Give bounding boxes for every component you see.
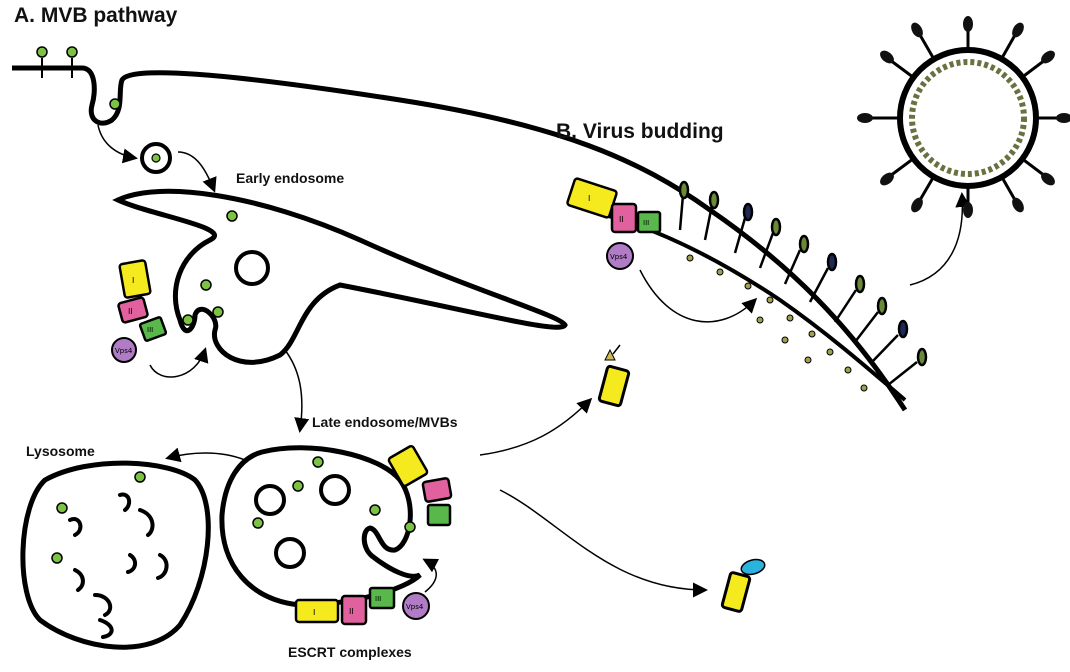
cargo-receptor [213, 307, 223, 317]
svg-text:III: III [375, 595, 381, 603]
late-endosome-mvb [222, 448, 420, 605]
lysosome-label: Lysosome [26, 443, 95, 459]
cargo-receptor [253, 518, 263, 528]
cargo-receptor [370, 505, 380, 515]
intraluminal-vesicle [256, 486, 284, 514]
svg-text:Vps4: Vps4 [406, 603, 424, 611]
endocytic-vesicle [142, 144, 170, 172]
cargo-receptor [201, 280, 211, 290]
escrt-cluster-virus: I II III Vps4 [567, 178, 660, 269]
cargo-receptor [67, 47, 77, 78]
arrow [425, 560, 436, 592]
free-escrt-i [599, 345, 630, 406]
escrt-cluster-early: I II III Vps4 [112, 260, 166, 362]
cargo-receptor [183, 315, 193, 325]
panel-b-title: B. Virus budding [556, 120, 724, 144]
escrt-ii-complex [118, 297, 148, 323]
escrt-iii-complex [370, 588, 394, 608]
escrt-ii-complex [612, 204, 636, 232]
arrow [640, 270, 755, 322]
escrt-i-complex [296, 600, 338, 622]
cargo-receptor [57, 503, 67, 513]
early-endosome-label: Early endosome [236, 170, 344, 186]
late-endosome-label: Late endosome/MVBs [312, 414, 457, 430]
escrt-label: ESCRT complexes [288, 644, 412, 660]
intraluminal-vesicle [236, 252, 268, 284]
arrow [178, 152, 214, 190]
arrow [168, 453, 245, 460]
cargo-receptor [313, 457, 323, 467]
arrow [500, 490, 705, 590]
cargo-receptor [227, 211, 237, 221]
escrt-ii-complex [342, 596, 366, 624]
svg-text:I: I [588, 194, 590, 203]
cargo-receptor [110, 99, 120, 109]
escrt-ii-complex [422, 478, 451, 502]
intraluminal-vesicle [321, 476, 349, 504]
arrow [285, 350, 302, 430]
svg-text:II: II [128, 307, 133, 316]
early-endosome [118, 191, 565, 362]
svg-text:Vps4: Vps4 [610, 253, 628, 261]
svg-text:I: I [313, 608, 315, 617]
escrt-i-complex [567, 178, 617, 218]
escrt-iii-complex [428, 505, 450, 525]
svg-text:III: III [147, 326, 153, 334]
lysosome [23, 463, 208, 647]
panel-a-title: A. MVB pathway [14, 4, 177, 28]
free-escrt-i-ubiquitin [722, 557, 767, 612]
cargo-receptor [135, 472, 145, 482]
arrow [98, 125, 135, 158]
svg-text:II: II [349, 607, 354, 616]
cargo-receptor [37, 47, 47, 78]
cargo-receptor [52, 553, 62, 563]
arrow [150, 350, 205, 377]
svg-text:III: III [643, 219, 649, 227]
cargo-receptor [405, 522, 415, 532]
svg-text:I: I [132, 276, 134, 285]
mature-virion [857, 16, 1070, 218]
escrt-i-complex [119, 260, 151, 298]
svg-text:Vps4: Vps4 [115, 347, 133, 355]
arrow [480, 400, 590, 455]
intraluminal-vesicle [276, 539, 304, 567]
cargo-receptor [293, 481, 303, 491]
svg-text:II: II [619, 215, 624, 224]
